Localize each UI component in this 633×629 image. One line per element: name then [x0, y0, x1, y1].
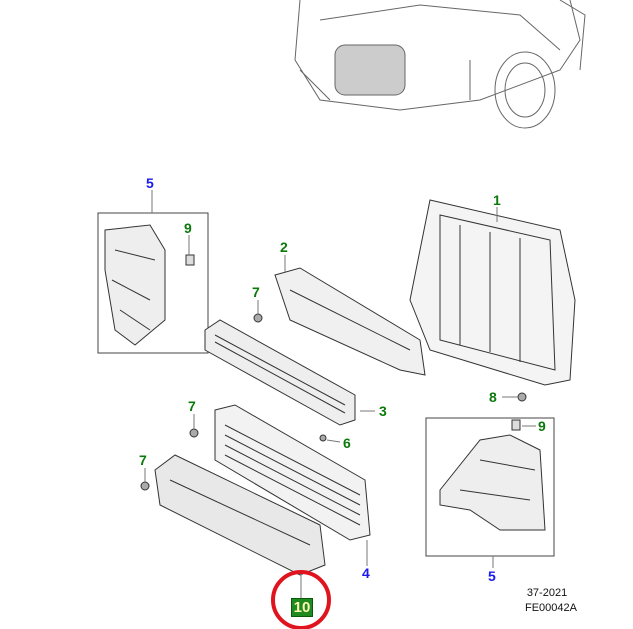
callout-6[interactable]: 6 [343, 435, 351, 451]
callout-7[interactable]: 7 [252, 284, 260, 300]
callout-10-highlighted[interactable]: 10 [291, 598, 313, 617]
date-code: 37-2021 [526, 587, 568, 599]
figure-id: FE00042A [525, 602, 577, 614]
detail-box-left [97, 212, 209, 354]
callout-7[interactable]: 7 [139, 452, 147, 468]
part-3-upper-grille [204, 319, 356, 426]
callout-5[interactable]: 5 [146, 175, 154, 191]
callout-1[interactable]: 1 [493, 192, 501, 208]
callout-8[interactable]: 8 [489, 389, 497, 405]
part-4-active-shutter [214, 404, 371, 541]
callout-7[interactable]: 7 [188, 398, 196, 414]
detail-box-right [425, 417, 555, 557]
callout-9[interactable]: 9 [538, 418, 546, 434]
callout-3[interactable]: 3 [379, 403, 387, 419]
highlight-circle [271, 570, 331, 629]
callout-9[interactable]: 9 [184, 220, 192, 236]
part-10-lower-duct [154, 454, 326, 576]
callout-4[interactable]: 4 [362, 565, 370, 581]
vehicle-front-illustration [294, 0, 586, 129]
part-1-shroud-frame [409, 199, 576, 386]
callout-2[interactable]: 2 [280, 239, 288, 255]
callout-5[interactable]: 5 [488, 568, 496, 584]
part-2-upper-duct [274, 267, 426, 376]
